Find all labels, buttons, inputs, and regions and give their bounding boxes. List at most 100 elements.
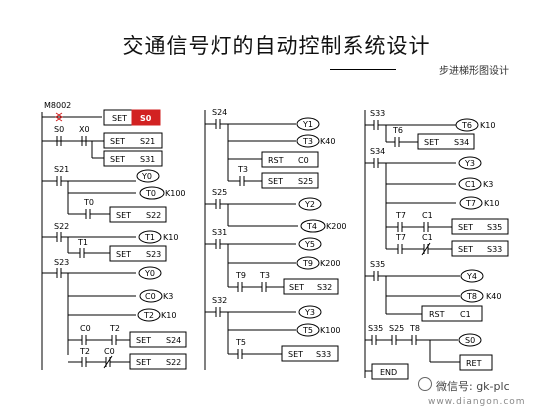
label-s31-step: S31 bbox=[212, 228, 227, 237]
label-t2-contact: T2 bbox=[109, 324, 120, 333]
label-c1: C1 bbox=[460, 310, 471, 319]
label-k3: K3 bbox=[483, 180, 493, 189]
label-y5: Y5 bbox=[304, 240, 315, 249]
label-set: SET bbox=[116, 250, 131, 259]
label-k40: K40 bbox=[320, 137, 335, 146]
label-m8002: M8002 bbox=[44, 101, 71, 110]
label-s22-step: S22 bbox=[54, 222, 69, 231]
label-s23-step: S23 bbox=[54, 258, 69, 267]
label-t3: T3 bbox=[302, 137, 313, 146]
label-x0: X0 bbox=[79, 125, 90, 134]
label-s32: S32 bbox=[317, 283, 332, 292]
label-k3: K3 bbox=[163, 292, 173, 301]
column-1 bbox=[42, 109, 187, 370]
label-set: SET bbox=[268, 177, 283, 186]
label-t6-contact: T6 bbox=[392, 126, 403, 135]
label-y0: Y0 bbox=[144, 269, 155, 278]
label-t3-contact: T3 bbox=[259, 271, 270, 280]
label-s35: S35 bbox=[487, 223, 502, 232]
label-set: SET bbox=[110, 137, 125, 146]
label-t9: T9 bbox=[302, 259, 313, 268]
label-s21-step: S21 bbox=[54, 165, 69, 174]
label-y3: Y3 bbox=[304, 308, 315, 317]
label-set: SET bbox=[288, 350, 303, 359]
label-t0-contact: T0 bbox=[83, 198, 94, 207]
label-set: SET bbox=[458, 245, 473, 254]
label-set: SET bbox=[289, 283, 304, 292]
label-k100: K100 bbox=[165, 189, 186, 198]
label-s0: S0 bbox=[140, 114, 152, 123]
label-end: END bbox=[380, 368, 397, 377]
label-s25: S25 bbox=[298, 177, 313, 186]
s0-highlight bbox=[131, 109, 161, 126]
label-s24-step: S24 bbox=[212, 108, 227, 117]
column-2 bbox=[205, 117, 339, 362]
label-k200: K200 bbox=[326, 222, 347, 231]
label-y1: Y1 bbox=[302, 120, 313, 129]
label-s35-contact: S35 bbox=[368, 324, 383, 333]
label-set: SET bbox=[136, 358, 151, 367]
label-c0-contact: C0 bbox=[104, 347, 115, 356]
label-t8-contact: T8 bbox=[409, 324, 420, 333]
label-c0: C0 bbox=[145, 292, 156, 301]
label-ret: RET bbox=[466, 359, 482, 368]
label-s0-contact: S0 bbox=[54, 125, 64, 134]
label-t7-contact: T7 bbox=[395, 233, 406, 242]
label-s25-contact: S25 bbox=[389, 324, 404, 333]
label-rst: RST bbox=[268, 156, 284, 165]
label-k200: K200 bbox=[320, 259, 341, 268]
label-t5: T5 bbox=[302, 326, 313, 335]
watermark-text: 微信号: gk-plc bbox=[436, 380, 510, 393]
label-set: SET bbox=[424, 138, 439, 147]
label-t7: T7 bbox=[465, 199, 476, 208]
label-s34-step: S34 bbox=[370, 147, 385, 156]
label-c1: C1 bbox=[465, 180, 476, 189]
label-t7-contact: T7 bbox=[395, 211, 406, 220]
label-t2: T2 bbox=[143, 311, 154, 320]
wechat-icon bbox=[418, 377, 432, 391]
label-y3: Y3 bbox=[464, 159, 475, 168]
label-c0: C0 bbox=[298, 156, 309, 165]
page-title: 交通信号灯的自动控制系统设计 bbox=[122, 34, 431, 58]
label-t1-contact: T1 bbox=[77, 238, 88, 247]
column-3 bbox=[365, 118, 509, 380]
label-set: SET bbox=[136, 336, 151, 345]
label-t1: T1 bbox=[144, 233, 155, 242]
label-k10: K10 bbox=[484, 199, 499, 208]
label-s0-coil: S0 bbox=[465, 336, 475, 345]
label-c0-contact: C0 bbox=[80, 324, 91, 333]
label-s23: S23 bbox=[146, 250, 161, 259]
label-s35-step: S35 bbox=[370, 260, 385, 269]
label-y4: Y4 bbox=[466, 272, 477, 281]
label-set: SET bbox=[110, 155, 125, 164]
label-k10: K10 bbox=[480, 121, 495, 130]
label-s34: S34 bbox=[454, 138, 469, 147]
label-c1-contact: C1 bbox=[422, 211, 433, 220]
label-set: SET bbox=[458, 223, 473, 232]
label-s32-step: S32 bbox=[212, 296, 227, 305]
label-rst: RST bbox=[429, 310, 445, 319]
label-s33: S33 bbox=[487, 245, 502, 254]
label-s33-step: S33 bbox=[370, 109, 385, 118]
label-t9-contact: T9 bbox=[235, 271, 246, 280]
label-s24: S24 bbox=[166, 336, 181, 345]
subtitle-rule bbox=[330, 69, 396, 70]
page-subtitle: 步进梯形图设计 bbox=[439, 66, 509, 77]
label-c1-contact: C1 bbox=[422, 233, 433, 242]
label-s33: S33 bbox=[316, 350, 331, 359]
label-set: SET bbox=[116, 211, 131, 220]
label-set: SET bbox=[112, 114, 127, 123]
label-t3-contact: T3 bbox=[237, 165, 248, 174]
label-t8: T8 bbox=[466, 292, 477, 301]
label-t4: T4 bbox=[306, 222, 317, 231]
site-watermark: www.diangon.com bbox=[428, 397, 526, 407]
label-t0: T0 bbox=[145, 189, 156, 198]
label-s22: S22 bbox=[166, 358, 181, 367]
label-s25-step: S25 bbox=[212, 188, 227, 197]
label-s31: S31 bbox=[140, 155, 155, 164]
label-s21: S21 bbox=[140, 137, 155, 146]
label-k10: K10 bbox=[161, 311, 176, 320]
label-y2: Y2 bbox=[304, 200, 315, 209]
label-t2-contact: T2 bbox=[79, 347, 90, 356]
